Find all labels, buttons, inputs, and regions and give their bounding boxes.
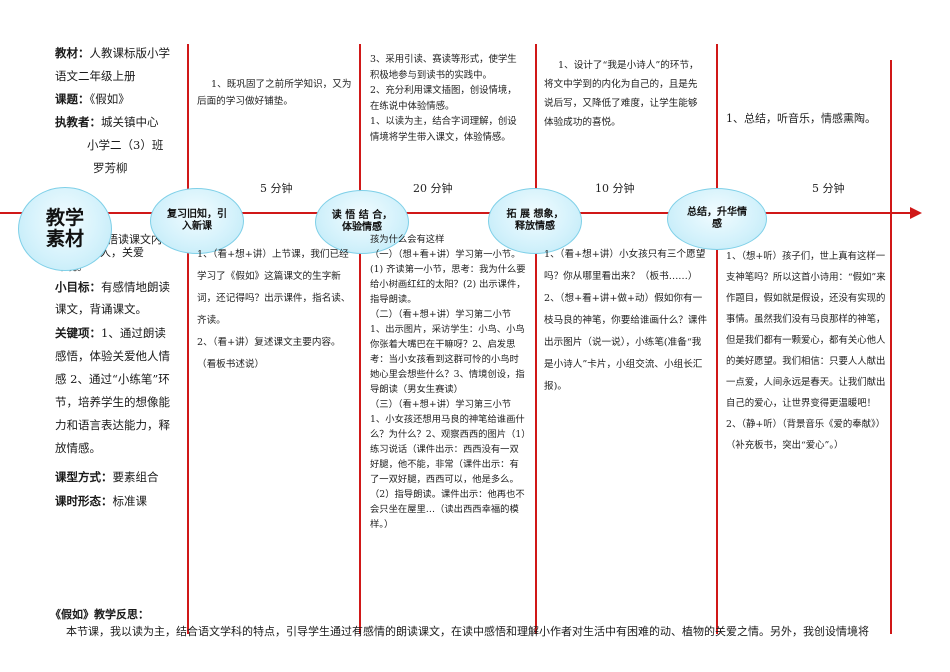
stage-node-review: 复习旧知，引入新课 — [150, 188, 244, 254]
teacher-class: 小学二（3）班 — [87, 138, 164, 152]
column-divider — [535, 44, 537, 634]
teacher-name: 罗芳柳 — [93, 161, 128, 175]
material-row: 教材：人教课标版小学语文二年级上册 — [55, 46, 170, 83]
stage-node-summary: 总结，升华情感 — [667, 188, 767, 250]
reflection-title: 《假如》教学反思： — [50, 608, 149, 621]
column-divider — [187, 44, 189, 634]
stage-purpose-text: 1、既巩固了之前所学知识，又为后面的学习做好铺垫。 — [197, 79, 352, 107]
topic-row: 课题：《假如》 — [55, 92, 130, 106]
column-divider — [359, 44, 361, 634]
stage-node-reading: 读 悟 结 合，体验情感 — [315, 190, 409, 254]
stage-process-text: 1、（看+想+讲）小女孩只有三个愿望吗？你从哪里看出来？（板书……） 2、（想+… — [544, 249, 708, 392]
column-divider — [890, 60, 892, 634]
stage-purpose-text: 1、总结，听音乐，情感熏陶。 — [726, 112, 876, 125]
stage-duration: 5 分钟 — [260, 182, 293, 195]
small-goal: 小目标：有感情地朗读课文，背诵课文。 — [55, 280, 170, 316]
stage-node-expand: 拓 展 想象，释放情感 — [488, 188, 582, 254]
teacher-row: 执教者：城关镇中心 — [55, 115, 159, 129]
stage-duration: 20 分钟 — [413, 182, 453, 195]
stage-process-text: 1、（想+听）孩子们，世上真有这样一支神笔吗？所以这首小诗用：“假如”来作题目，… — [726, 251, 886, 451]
reflection-body: 本节课，我以读为主，结合语文学科的特点，引导学生通过有感情的朗读课文，在读中感悟… — [66, 625, 869, 638]
teaching-material-node: 教学素材 — [18, 187, 112, 271]
timeline-arrow — [910, 207, 922, 219]
lesson-type: 课型方式：要素组合 — [55, 470, 159, 484]
goal-text-cut: 悟读课文内 — [107, 233, 162, 246]
stage-process-text: 孩为什么会有这样 （一）（想+看+讲）学习第一小节。 (1) 齐读第一小节，思考… — [370, 234, 526, 530]
lesson-info-top: 教材：人教课标版小学语文二年级上册 课题：《假如》 执教者：城关镇中心 小学二（… — [55, 42, 175, 180]
column-divider — [716, 44, 718, 634]
stage-purpose-text: 3、采用引读、赛读等形式，使学生积极地参与到读书的实践中。 2、充分利用课文插图… — [370, 54, 517, 143]
key-items: 关键项：1、通过朗读感悟，体验关爱他人情感 2、通过“小练笔”环节，培养学生的想… — [55, 326, 170, 455]
stage-duration: 5 分钟 — [812, 182, 845, 195]
lesson-form: 课时形态：标准课 — [55, 494, 147, 508]
lesson-info-bottom: 悟读课文内 关心他人，关爱 环境。 小目标：有感情地朗读课文，背诵课文。 关键项… — [55, 234, 175, 512]
stage-duration: 10 分钟 — [595, 182, 635, 195]
stage-process-text: 1、（看+想+讲）上节课，我们已经学习了《假如》这篇课文的生字新词，还记得吗？出… — [197, 249, 351, 370]
timeline-axis — [0, 212, 912, 214]
stage-purpose-text: 1、设计了“我是小诗人”的环节，将文中学到的内化为自己的，且是先说后写，又降低了… — [544, 60, 699, 128]
